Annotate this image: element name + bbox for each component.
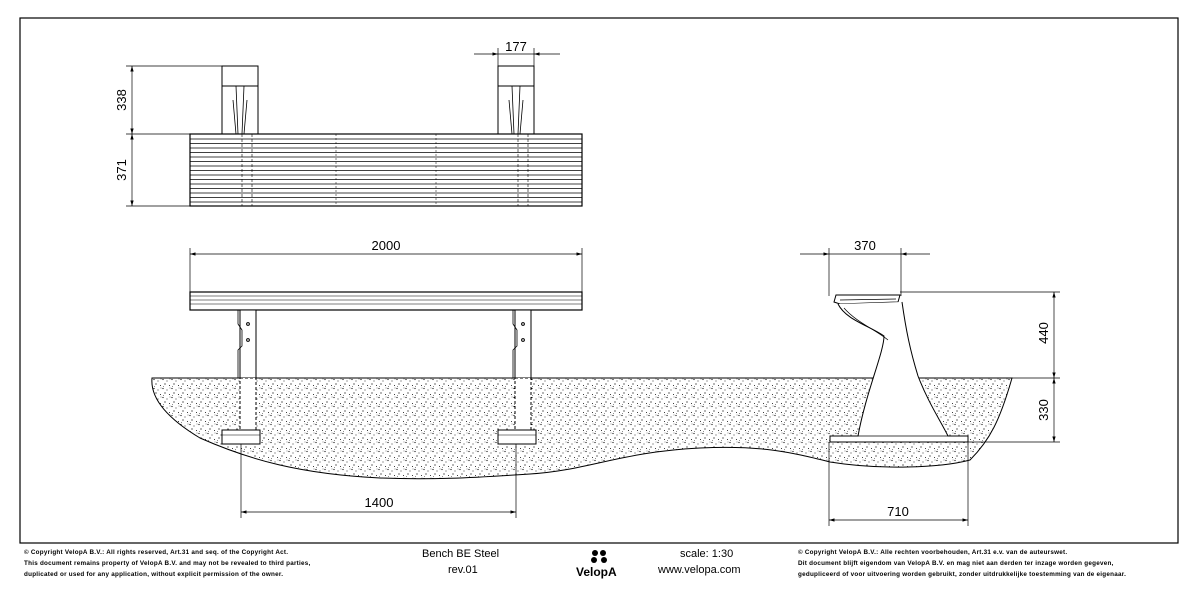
dim-bench-length: 2000 (372, 238, 401, 253)
dim-foundation-depth: 330 (1036, 399, 1051, 421)
side-view-leg (829, 301, 969, 443)
ground-section (151, 377, 1013, 480)
copyright-en-line2: This document remains property of VelopA… (24, 560, 311, 567)
dim-foundation-width: 710 (887, 504, 909, 519)
copyright-nl-line2: Dit document blijft eigendom van VelopA … (798, 560, 1114, 567)
dim-post-width: 177 (505, 39, 527, 54)
front-view-seat (189, 291, 583, 311)
front-view-leg-left (221, 309, 261, 445)
dim-side-depth: 370 (854, 238, 876, 253)
logo-text: VelopA (576, 565, 617, 579)
copyright-nl-line1: © Copyright VelopA B.V.: Alle rechten vo… (798, 549, 1068, 556)
website-link[interactable]: www.velopa.com (658, 564, 741, 576)
velopa-logo-icon (591, 550, 607, 563)
top-view-seat (189, 133, 583, 207)
top-view-post-left (221, 65, 259, 135)
dim-side-height: 440 (1036, 322, 1051, 344)
copyright-en-line1: © Copyright VelopA B.V.: All rights rese… (24, 549, 289, 556)
side-view: 370 440 330 710 (800, 238, 1060, 526)
dim-backrest-height: 338 (114, 89, 129, 111)
title-block: © Copyright VelopA B.V.: All rights rese… (0, 543, 1200, 590)
scale: scale: 1:30 (680, 548, 734, 560)
front-view: 2000 1400 (189, 238, 583, 518)
dim-seat-height-top: 371 (114, 159, 129, 181)
revision: rev.01 (448, 564, 478, 576)
copyright-en-line3: duplicated or used for any application, … (24, 571, 284, 578)
top-view: 338 371 177 (114, 39, 583, 207)
front-view-leg-right (497, 309, 537, 445)
drawing-frame (19, 17, 1179, 544)
copyright-nl-line3: gedupliceerd of voor uitvoering worden g… (798, 571, 1127, 578)
top-view-post-right (497, 65, 535, 135)
product-name: Bench BE Steel (422, 548, 500, 560)
dim-leg-spacing: 1400 (365, 495, 394, 510)
